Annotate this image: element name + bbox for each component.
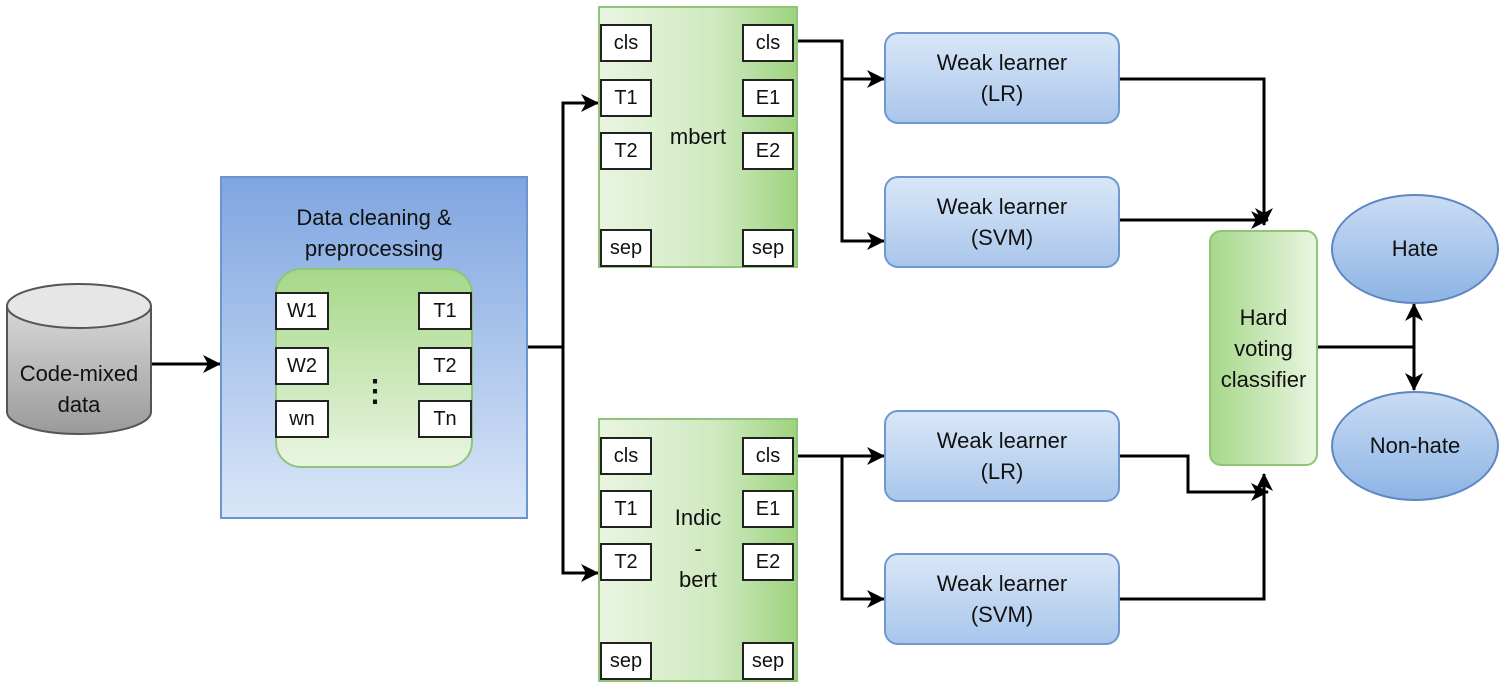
output-hate: Hate (1331, 194, 1499, 304)
indicbert-right-token: E1 (742, 490, 794, 528)
input-token: wn (275, 400, 329, 438)
vertical-ellipsis: ⋮ (360, 375, 390, 408)
output-non-hate: Non-hate (1331, 391, 1499, 501)
database-cylinder-icon (6, 283, 152, 435)
indicbert-right-token: cls (742, 437, 794, 475)
mbert-right-token: E1 (742, 79, 794, 117)
arrow-indicbert-to-svm (840, 456, 885, 608)
learner-model: (SVM) (970, 602, 1034, 627)
indicbert-left-token: cls (600, 437, 652, 475)
learner-title: Weak learner (936, 428, 1068, 453)
learner-model: (SVM) (970, 225, 1034, 250)
input-token: W1 (275, 292, 329, 330)
indicbert-label-line3: bert (679, 567, 717, 592)
source-label-line1: Code-mixed (19, 361, 139, 386)
learner-model: (LR) (980, 81, 1024, 106)
mbert-right-token: cls (742, 24, 794, 62)
output-token: T1 (418, 292, 472, 330)
arrow-to-indicbert (561, 347, 599, 582)
mbert-left-token: sep (600, 229, 652, 267)
preprocessing-block: Data cleaning & preprocessing (220, 176, 528, 519)
weak-learner-lr-indicbert: Weak learner (LR) (884, 410, 1120, 502)
indicbert-left-token: T1 (600, 490, 652, 528)
mbert-label: mbert (669, 124, 727, 149)
indicbert-right-token: sep (742, 642, 794, 680)
indicbert-label: Indic - bert (658, 502, 738, 595)
arrow-to-mbert (561, 94, 599, 347)
preprocess-title-line1: Data cleaning & (296, 205, 452, 230)
indicbert-label-line1: Indic (674, 505, 722, 530)
arrow-lr2-to-voter (1119, 454, 1269, 501)
arrow-lr1-to-voter (1119, 77, 1273, 226)
arrow-mbert-to-lr (795, 39, 885, 88)
output-token: Tn (418, 400, 472, 438)
indicbert-left-token: sep (600, 642, 652, 680)
indicbert-left-token: T2 (600, 543, 652, 581)
mbert-left-token: cls (600, 24, 652, 62)
output-token: T2 (418, 347, 472, 385)
input-token: W2 (275, 347, 329, 385)
hard-voting-classifier: Hard voting classifier (1209, 230, 1318, 466)
mbert-right-token: sep (742, 229, 794, 267)
code-mixed-data-node: Code-mixed data (5, 280, 153, 438)
learner-title: Weak learner (936, 571, 1068, 596)
weak-learner-svm-mbert: Weak learner (SVM) (884, 176, 1120, 268)
learner-model: (LR) (980, 459, 1024, 484)
voter-line2: voting (1234, 335, 1293, 361)
arrow-svm2-to-voter (1119, 473, 1273, 601)
voter-line1: Hard (1239, 304, 1288, 330)
learner-title: Weak learner (936, 50, 1068, 75)
weak-learner-lr-mbert: Weak learner (LR) (884, 32, 1120, 124)
arrow-mbert-to-svm (840, 79, 885, 250)
source-label-line2: data (57, 392, 101, 417)
voter-line3: classifier (1220, 366, 1307, 392)
preprocess-title-line2: preprocessing (304, 236, 444, 261)
mbert-right-token: E2 (742, 132, 794, 170)
learner-title: Weak learner (936, 194, 1068, 219)
weak-learner-svm-indicbert: Weak learner (SVM) (884, 553, 1120, 645)
mbert-left-token: T2 (600, 132, 652, 170)
indicbert-label-line2: - (694, 536, 702, 561)
indicbert-right-token: E2 (742, 543, 794, 581)
mbert-left-token: T1 (600, 79, 652, 117)
